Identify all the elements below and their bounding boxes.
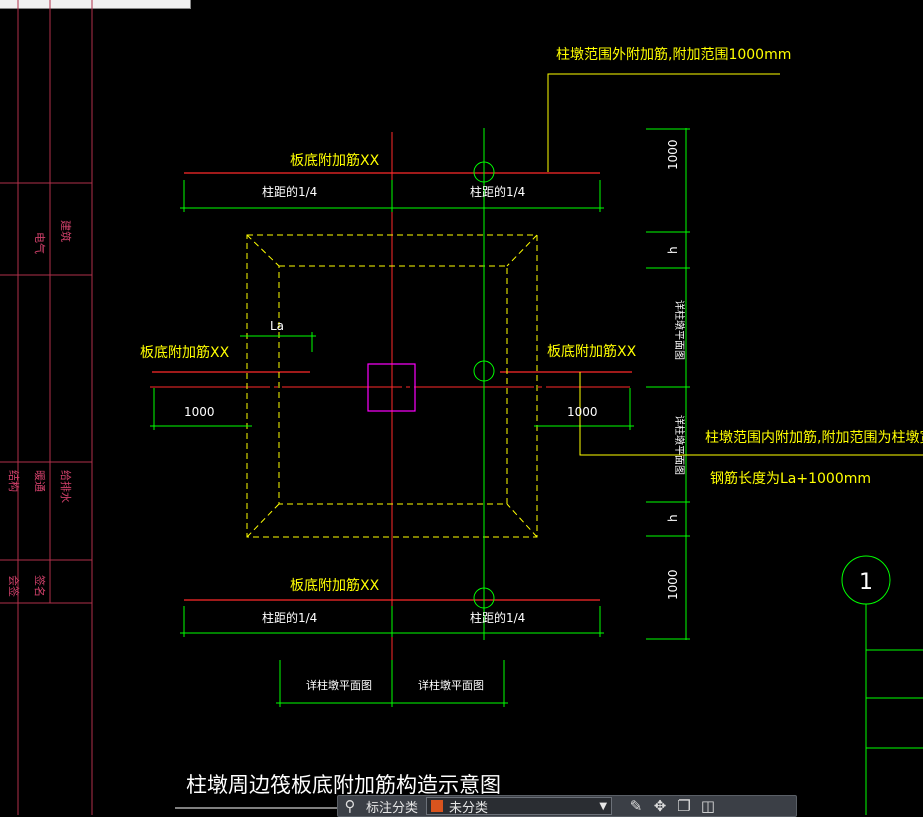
label-dim-right: 1000 [567,405,598,419]
label-outer-rebar: 柱墩范围外附加筋,附加范围1000mm [556,46,791,63]
label-slab-right: 板底附加筋XX [547,343,637,360]
tb-text-1: 电气 [33,232,47,254]
label-quarter-tl: 柱距的1/4 [262,184,317,199]
label-dim-r-plan1: 详柱墩平面图 [673,300,686,360]
tb-text-5: 建筑 [59,220,73,242]
label-la: La [270,319,284,333]
drawing-title: 柱墩周边筏板底附加筋构造示意图 [186,773,501,797]
tb-text-2: 暖通 [33,470,46,492]
label-quarter-br: 柱距的1/4 [470,610,525,625]
label-plan-b2: 详柱墩平面图 [418,678,484,692]
copy-icon[interactable]: ❐ [677,797,691,815]
drawing-labels: 柱墩范围外附加筋,附加范围1000mm 柱墩范围内附加筋,附加范围为柱墩宽度 钢… [140,46,923,594]
label-dim-r-top: 1000 [666,139,680,170]
app-titlebar [0,0,191,9]
toolbar-label: 标注分类 [366,800,419,816]
titleblock-text: 电气 暖通 给排水 结构 建筑 签名 会签 [7,220,73,597]
label-quarter-tr: 柱距的1/4 [470,184,525,199]
label-quarter-bl: 柱距的1/4 [262,610,317,625]
center-lines [150,132,630,705]
label-dim-r-h1: h [666,246,680,254]
column-square [367,363,416,412]
category-color-swatch [431,800,444,812]
group-icon[interactable]: ⚲ [344,797,356,815]
tb-text-7: 会签 [7,575,21,597]
dimension-labels: 柱距的1/4 柱距的1/4 柱距的1/4 柱距的1/4 La 1000 1000… [184,139,873,692]
label-plan-b1: 详柱墩平面图 [306,678,372,692]
column-pier-outline [246,234,538,538]
delete-icon[interactable]: ◫ [700,797,716,815]
category-select[interactable]: 未分类 ▼ [426,797,613,816]
titleblock-frame [0,0,93,815]
label-slab-bottom: 板底附加筋XX [290,577,380,594]
label-dim-r-plan2: 详柱墩平面图 [673,415,686,475]
label-dim-r-h2: h [666,514,680,522]
label-slab-top: 板底附加筋XX [290,152,380,169]
label-dim-left: 1000 [184,405,215,419]
tb-text-6: 签名 [33,575,47,597]
grid-bubble-label: 1 [859,570,873,595]
chevron-down-icon: ▼ [599,800,608,812]
label-dim-r-bottom: 1000 [666,569,680,600]
label-rebar-length: 钢筋长度为La+1000mm [710,470,871,487]
slab-rebar-lines [152,172,632,601]
edit-icon[interactable]: ✎ [629,797,643,815]
tb-text-4: 结构 [7,470,21,492]
tb-text-3: 给排水 [59,470,73,503]
green-dimensions [150,128,923,815]
label-inner-rebar: 柱墩范围内附加筋,附加范围为柱墩宽度 [705,429,923,446]
annotation-toolbar: ⚲ 标注分类 未分类 ▼ ✎ ✥ ❐ ◫ [337,795,797,817]
label-slab-left: 板底附加筋XX [140,344,230,361]
leader-lines [547,73,923,456]
category-select-value: 未分类 [449,800,489,816]
move-icon[interactable]: ✥ [653,797,667,815]
